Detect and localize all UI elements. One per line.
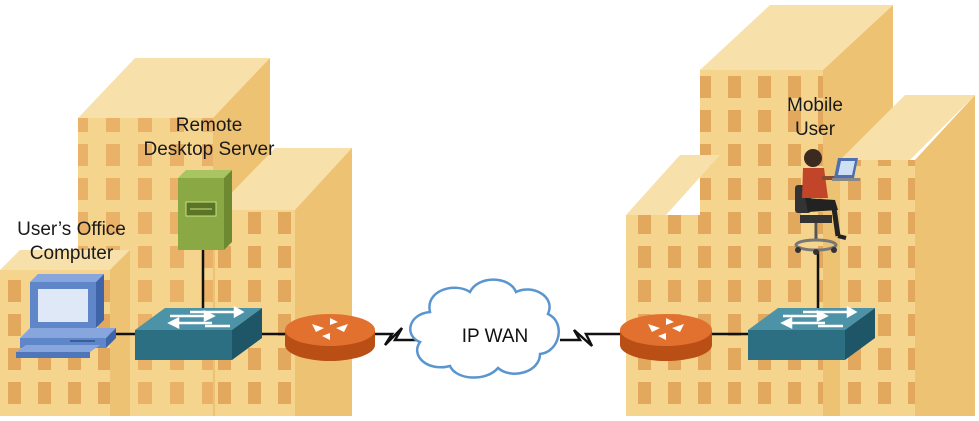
office-computer-label-line2: Computer xyxy=(29,243,114,264)
office-computer-label-line1: User’s Office xyxy=(17,219,126,240)
computer-icon xyxy=(16,274,116,358)
mobile-user-label-line2: User xyxy=(794,119,836,140)
building-right-front xyxy=(840,95,975,416)
server-label: Remote Desktop Server xyxy=(120,114,298,162)
office-computer-label: User’s Office Computer xyxy=(4,218,139,266)
wan-label: IP WAN xyxy=(461,326,529,347)
server-icon xyxy=(178,170,232,250)
person-icon xyxy=(794,149,860,255)
router-icon-left xyxy=(285,314,375,361)
server-label-line2: Desktop Server xyxy=(143,139,275,160)
server-label-line1: Remote xyxy=(175,115,243,136)
switch-icon-right xyxy=(748,305,875,360)
cables xyxy=(110,248,820,347)
switch-icon-left xyxy=(135,305,262,360)
router-icon-right xyxy=(620,314,712,361)
mobile-user-label: Mobile User xyxy=(770,94,860,142)
cloud-icon xyxy=(409,278,560,379)
mobile-user-label-line1: Mobile xyxy=(787,95,843,116)
